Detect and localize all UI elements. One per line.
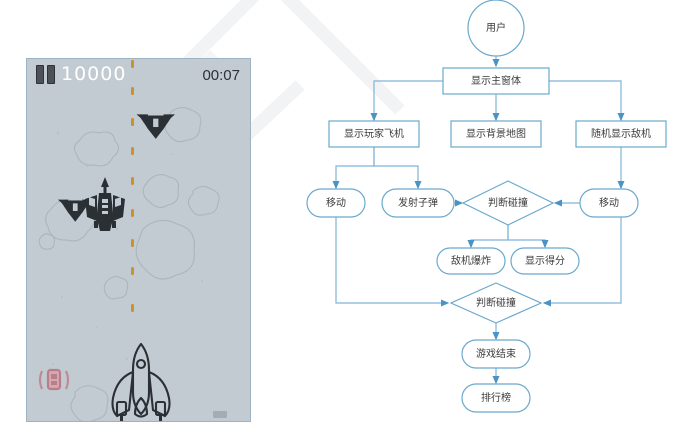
enemy-ship-sprite <box>57 199 93 222</box>
player-ship-sprite <box>111 342 171 421</box>
bullet-sprite <box>131 60 134 312</box>
flowchart-node-move_right[interactable] <box>579 188 639 218</box>
pause-icon[interactable] <box>36 65 55 84</box>
flowchart-node-enemy_rand[interactable] <box>575 120 667 148</box>
flowchart-node-collide_2[interactable] <box>449 282 543 324</box>
hud-score-group: 10000 <box>36 65 126 84</box>
flowchart-node-user[interactable] <box>467 0 525 57</box>
flowchart-node-move_left[interactable] <box>306 188 366 218</box>
flowchart-node-player_plane[interactable] <box>328 120 420 148</box>
flowchart-node-main_window[interactable] <box>442 67 550 95</box>
flowchart-canvas <box>306 0 667 413</box>
player-plane-sprite <box>85 177 125 231</box>
game-preview-panel: 10000 00:07 <box>26 58 251 422</box>
flowchart-edges <box>332 56 625 385</box>
flowchart-node-explode[interactable] <box>436 247 506 275</box>
flowchart: 用户显示主窗体显示玩家飞机显示背景地图随机显示敌机移动发射子弹判断碰撞移动敌机爆… <box>300 0 698 427</box>
flowchart-node-collide_1[interactable] <box>461 180 555 226</box>
flowchart-node-rank[interactable] <box>461 383 531 413</box>
game-canvas <box>38 60 227 421</box>
flowchart-node-background[interactable] <box>450 120 542 148</box>
flowchart-nodes <box>306 0 667 413</box>
flowchart-node-show_score[interactable] <box>510 247 580 275</box>
enemy-ship-sprite <box>136 114 176 139</box>
flowchart-node-fire[interactable] <box>381 188 455 218</box>
timer-value: 00:07 <box>202 67 240 84</box>
game-hud: 10000 00:07 <box>27 59 250 93</box>
flowchart-node-game_over[interactable] <box>461 339 531 369</box>
score-value: 10000 <box>61 63 127 85</box>
powerup-item-sprite <box>38 368 70 391</box>
